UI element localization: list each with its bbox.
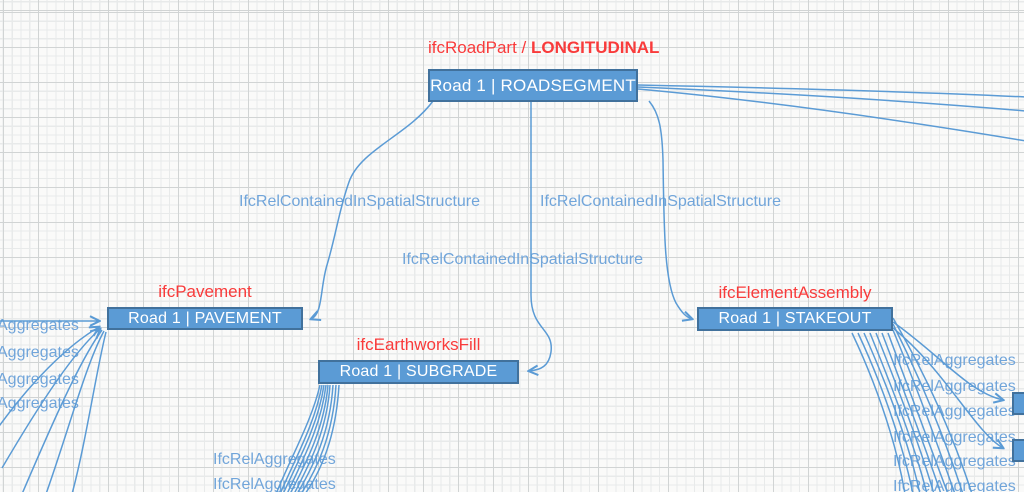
edge-label-contained-middle: IfcRelContainedInSpatialStructure	[402, 251, 644, 268]
node-subgrade[interactable]: Road 1 | SUBGRADE	[318, 360, 519, 384]
node-pavement[interactable]: Road 1 | PAVEMENT	[107, 307, 303, 330]
edge-label-aggregates-left-3: Aggregates	[0, 371, 79, 388]
entity-tag-pavement: ifcPavement	[158, 282, 252, 301]
edge-label-contained-right: IfcRelContainedInSpatialStructure	[540, 193, 782, 210]
node-partial-right-2[interactable]	[1012, 439, 1024, 462]
entity-tag-roadpart-emphasis: LONGITUDINAL	[531, 38, 660, 57]
node-partial-right-1[interactable]	[1012, 392, 1024, 415]
edge-label-aggregates-right-5: IfcRelAggregates	[893, 453, 1016, 470]
edge-paths	[0, 84, 1024, 492]
edge-label-contained-left: IfcRelContainedInSpatialStructure	[239, 193, 481, 210]
node-roadsegment[interactable]: Road 1 | ROADSEGMENT	[428, 69, 638, 102]
entity-tag-elementassembly: ifcElementAssembly	[718, 283, 872, 302]
entity-tag-earthworksfill: ifcEarthworksFill	[356, 335, 481, 354]
entity-tag-roadpart: ifcRoadPart / LONGITUDINAL	[428, 38, 659, 58]
entity-tag-roadpart-prefix: ifcRoadPart /	[428, 38, 531, 57]
node-stakeout[interactable]: Road 1 | STAKEOUT	[697, 307, 893, 331]
